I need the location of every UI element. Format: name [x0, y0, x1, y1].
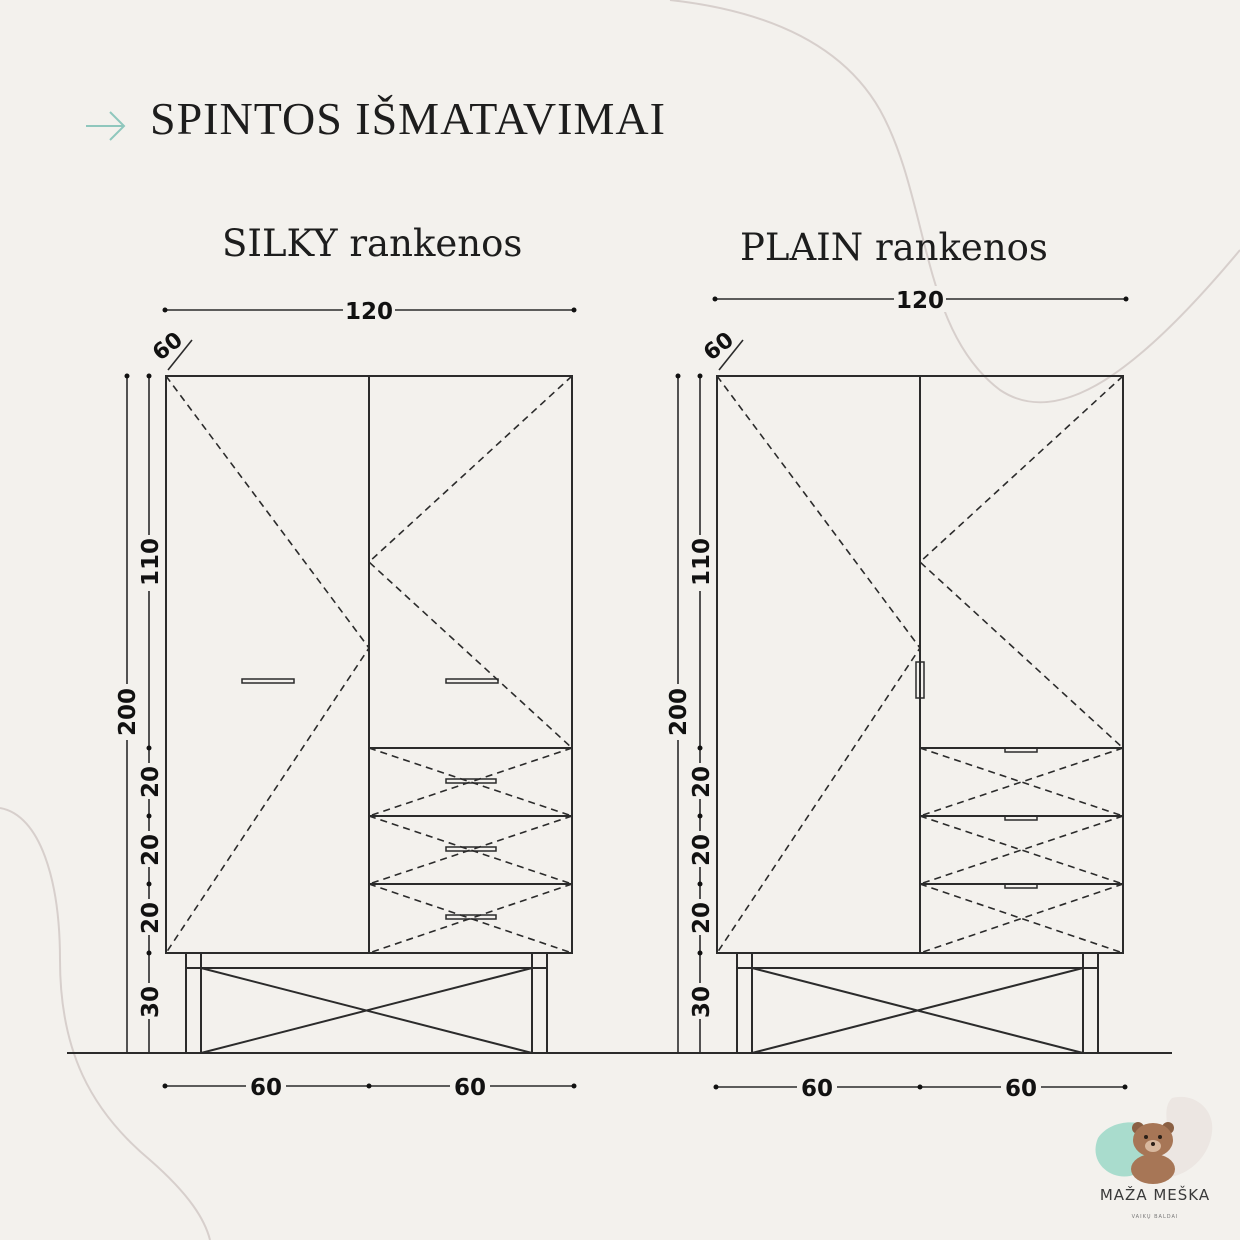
wardrobe-plain — [716, 375, 1124, 1054]
silky-label-height: 200 — [115, 688, 141, 736]
silky-handle-drawer-1 — [445, 778, 497, 784]
plain-dimension-dots — [675, 296, 1129, 1090]
silky-handle-drawer-2 — [445, 846, 497, 852]
plain-label-bottom-right: 60 — [1005, 1076, 1037, 1102]
silky-dimension-lines — [126, 309, 574, 1087]
silky-handle-right-door — [445, 678, 499, 684]
plain-dimension-label-bgs — [665, 286, 1041, 1100]
silky-title: SILKY rankenos — [222, 222, 523, 265]
plain-handle-drawer-3 — [1004, 883, 1038, 889]
plain-handle-door — [915, 661, 925, 699]
plain-label-upper: 110 — [689, 538, 715, 586]
silky-label-drawer-2: 20 — [138, 834, 164, 866]
silky-door-swing-lines — [165, 375, 573, 954]
plain-label-drawer-2: 20 — [689, 834, 715, 866]
decor-curve-left — [0, 807, 211, 1240]
plain-label-width: 120 — [896, 288, 944, 314]
silky-handle-left-door — [241, 678, 295, 684]
silky-label-base: 30 — [138, 986, 164, 1018]
plain-label-drawer-1: 20 — [689, 766, 715, 798]
silky-label-bottom-right: 60 — [454, 1075, 486, 1101]
plain-base-frame — [736, 953, 1099, 1054]
arrow-right-icon — [86, 111, 126, 141]
silky-label-upper: 110 — [138, 538, 164, 586]
silky-label-width: 120 — [345, 299, 393, 325]
plain-label-base: 30 — [689, 986, 715, 1018]
bear-icon — [1095, 1096, 1213, 1184]
silky-handle-drawer-3 — [445, 914, 497, 920]
silky-label-depth: 60 — [148, 328, 188, 367]
plain-title: PLAIN rankenos — [740, 226, 1048, 269]
silky-label-drawer-3: 20 — [138, 902, 164, 934]
silky-label-bottom-left: 60 — [250, 1075, 282, 1101]
plain-door-swing-lines — [716, 375, 1124, 954]
brand-logo: MAŽA MEŠKA VAIKŲ BALDAI — [1080, 1090, 1230, 1230]
plain-handle-drawer-1 — [1004, 747, 1038, 753]
silky-dimension-label-bgs — [114, 297, 490, 1099]
plain-label-height: 200 — [666, 688, 692, 736]
plain-handle-drawer-2 — [1004, 815, 1038, 821]
brand-name: MAŽA MEŠKA — [1099, 1186, 1211, 1204]
page-title: SPINTOS IŠMATAVIMAI — [150, 93, 666, 144]
plain-label-drawer-3: 20 — [689, 902, 715, 934]
silky-dimension-dots — [124, 307, 577, 1089]
wardrobe-silky — [165, 375, 573, 1054]
decor-curve-top — [669, 0, 1240, 404]
plain-label-bottom-left: 60 — [801, 1076, 833, 1102]
silky-base-frame — [185, 953, 548, 1054]
plain-label-depth: 60 — [699, 328, 739, 367]
brand-tagline: VAIKŲ BALDAI — [1131, 1214, 1179, 1220]
silky-label-drawer-1: 20 — [138, 766, 164, 798]
